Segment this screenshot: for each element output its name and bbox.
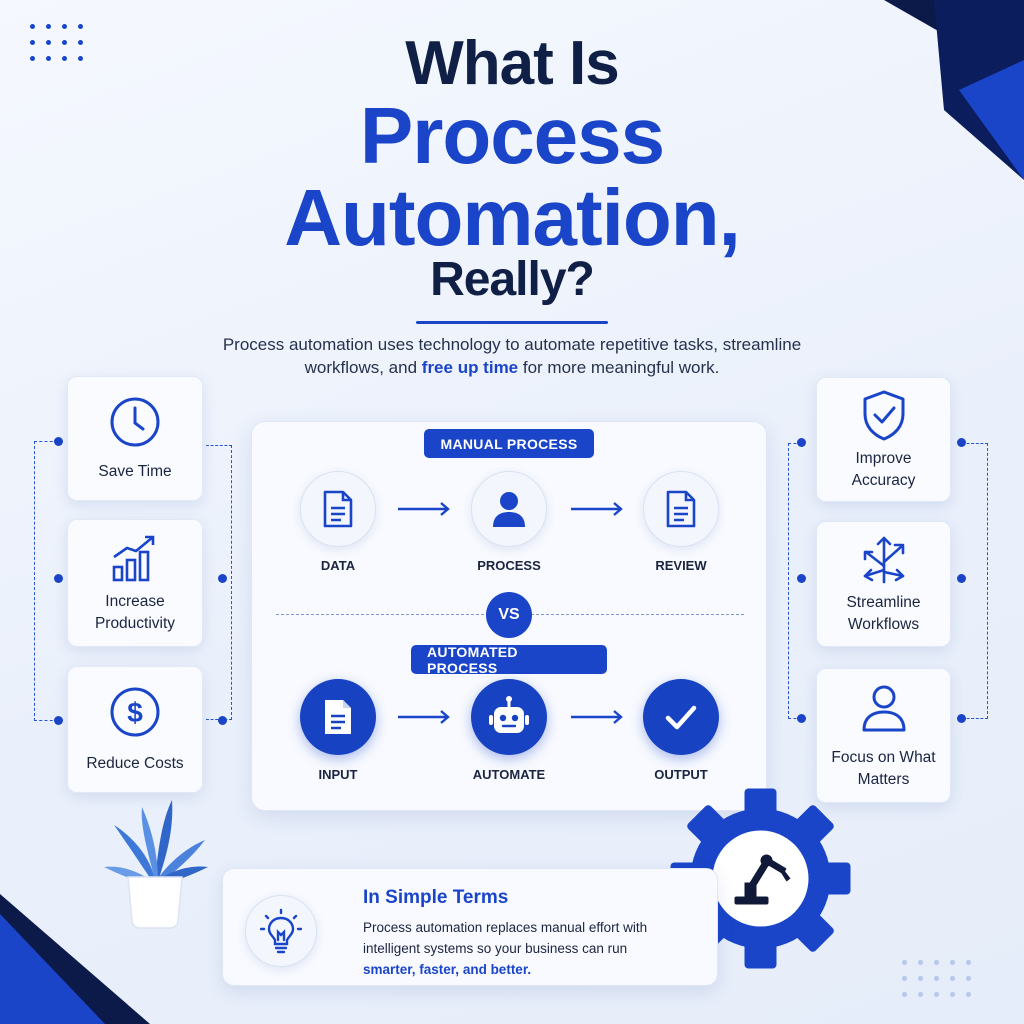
corner-decoration-bottom-left xyxy=(0,854,150,1024)
step-label: INPUT xyxy=(318,767,358,782)
title-line-2: Process xyxy=(359,91,665,180)
simple-terms-text: Process automation replaces manual effor… xyxy=(363,920,648,956)
title-underline xyxy=(416,321,608,324)
benefit-label: Reduce Costs xyxy=(86,754,184,772)
benefit-card-increase-productivity: Increase Productivity xyxy=(67,519,203,647)
process-node xyxy=(471,471,547,547)
left-outer-connector xyxy=(34,441,58,721)
connector-dot xyxy=(957,574,966,583)
vs-badge: VS xyxy=(486,592,532,638)
right-inner-connector xyxy=(788,443,802,719)
corner-decoration-top-right xyxy=(824,0,1024,180)
benefit-card-save-time: Save Time xyxy=(67,376,203,501)
connector-dot xyxy=(54,437,63,446)
benefit-card-improve-accuracy: Improve Accuracy xyxy=(816,377,951,502)
benefit-label: Improve Accuracy xyxy=(851,449,916,489)
arrow-right-icon xyxy=(398,502,450,516)
connector-dot xyxy=(797,438,806,447)
lightbulb-badge xyxy=(245,895,317,967)
title-line-3: Automation, xyxy=(284,173,741,262)
dot-grid-top-left xyxy=(30,24,83,61)
arrow-right-icon xyxy=(571,710,623,724)
connector-dot xyxy=(54,574,63,583)
connector-dot xyxy=(54,716,63,725)
person-icon xyxy=(862,685,905,731)
step-label: OUTPUT xyxy=(654,767,708,782)
description-highlight: free up time xyxy=(421,358,519,377)
svg-text:$: $ xyxy=(127,697,143,728)
benefit-label: Increase Productivity xyxy=(94,593,176,632)
plant-illustration xyxy=(104,800,208,929)
benefit-label: Save Time xyxy=(98,462,172,480)
step-label: DATA xyxy=(320,558,356,573)
document-icon xyxy=(325,700,351,734)
description-text-end: for more meaningful work. xyxy=(518,358,720,377)
benefit-label: Focus on What Matters xyxy=(831,748,936,788)
connector-dot xyxy=(797,714,806,723)
step-label: AUTOMATE xyxy=(472,767,546,782)
shield-check-icon xyxy=(863,390,904,440)
document-icon xyxy=(666,490,696,528)
input-node xyxy=(300,679,376,755)
arrow-right-icon xyxy=(398,710,450,724)
right-outer-connector xyxy=(962,443,988,719)
output-node xyxy=(643,679,719,755)
title-line-1: What Is xyxy=(405,29,619,98)
manual-process-label: MANUAL PROCESS xyxy=(424,429,594,458)
simple-terms-card: In Simple Terms Process automation repla… xyxy=(222,868,718,986)
connector-dot xyxy=(218,574,227,583)
description-text: Process automation uses technology to au… xyxy=(222,335,802,377)
title-line-4: Really? xyxy=(430,253,595,306)
simple-terms-title: In Simple Terms xyxy=(363,887,509,908)
benefit-card-streamline-workflows: Streamline Workflows xyxy=(816,521,951,647)
check-icon xyxy=(665,705,697,730)
dot-grid-bottom-right xyxy=(902,960,971,997)
connector-dot xyxy=(797,574,806,583)
connector-dot xyxy=(218,716,227,725)
automated-process-label: AUTOMATED PROCESS xyxy=(411,644,607,676)
simple-terms-highlight: smarter, faster, and better. xyxy=(363,962,532,977)
left-inner-connector xyxy=(206,445,232,720)
simple-terms-body: Process automation replaces manual effor… xyxy=(363,917,703,980)
clock-icon xyxy=(110,397,160,446)
dollar-icon: $ xyxy=(110,687,160,736)
bar-chart-icon xyxy=(112,535,155,582)
review-node xyxy=(643,471,719,547)
document-icon xyxy=(323,490,353,528)
connector-dot xyxy=(957,438,966,447)
benefit-card-focus: Focus on What Matters xyxy=(816,668,951,803)
step-label: PROCESS xyxy=(477,558,541,573)
connector-dot xyxy=(957,714,966,723)
step-label: REVIEW xyxy=(655,558,707,573)
description: Process automation uses technology to au… xyxy=(200,333,824,379)
robot-icon xyxy=(489,696,529,733)
data-node xyxy=(300,471,376,547)
automate-node xyxy=(471,679,547,755)
person-icon xyxy=(493,492,525,527)
benefit-label: Streamline Workflows xyxy=(846,594,921,633)
benefit-card-reduce-costs: $ Reduce Costs xyxy=(67,666,203,793)
arrows-icon xyxy=(863,536,904,584)
arrow-right-icon xyxy=(571,502,623,516)
lightbulb-icon xyxy=(260,908,302,954)
